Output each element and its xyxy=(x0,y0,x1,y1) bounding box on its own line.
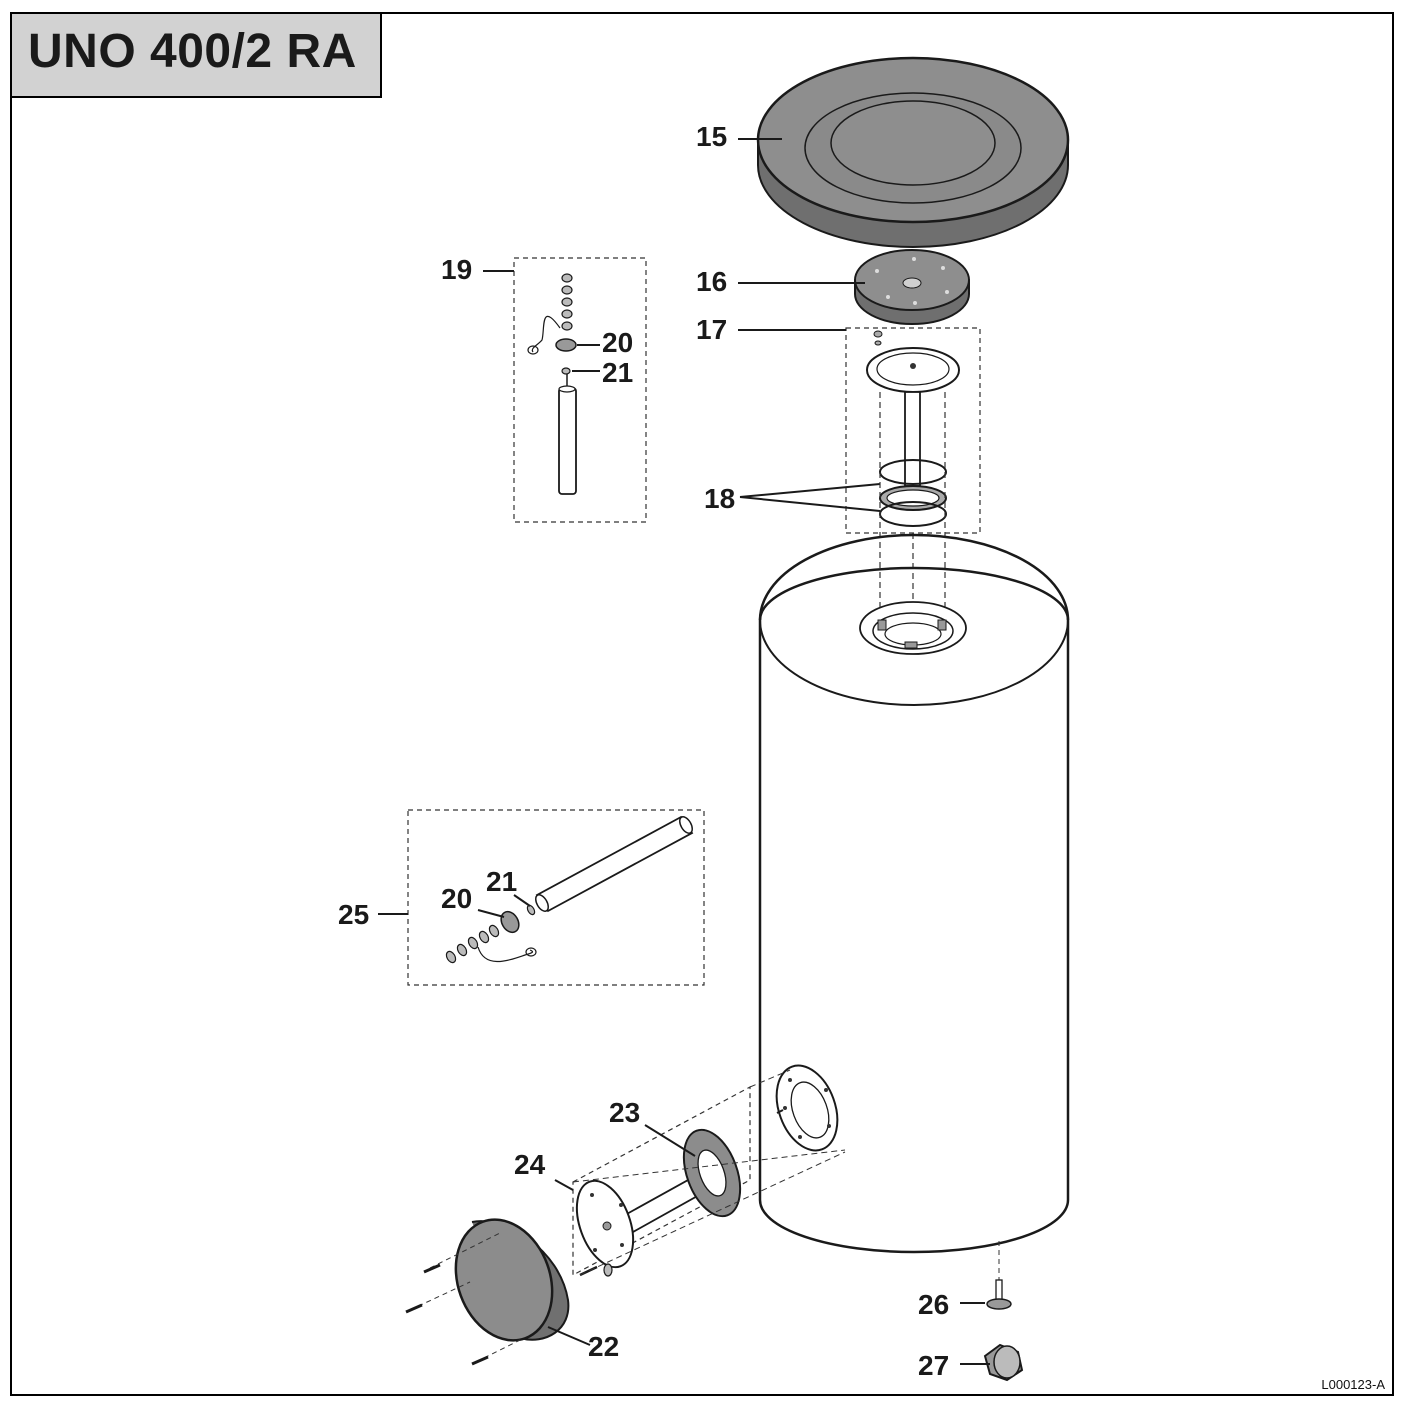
anode-assembly-25-part xyxy=(445,815,694,964)
callout-16: 16 xyxy=(696,266,728,297)
adjustable-foot-part xyxy=(986,1279,1012,1310)
cover-plate-part xyxy=(854,249,970,325)
callout-22: 22 xyxy=(588,1331,620,1362)
callout-26: 26 xyxy=(918,1289,950,1320)
callout-20-side: 20 xyxy=(441,883,473,914)
foot-cap-part xyxy=(983,1343,1024,1382)
callout-21-top: 21 xyxy=(602,357,634,388)
callout-21-side: 21 xyxy=(486,866,518,897)
callout-20-top: 20 xyxy=(602,327,634,358)
top-cover-part xyxy=(756,56,1070,248)
anode-assembly-19-part xyxy=(527,273,577,495)
diagram-title: UNO 400/2 RA xyxy=(28,25,357,78)
callout-25: 25 xyxy=(338,899,370,930)
flange-17-part xyxy=(866,330,960,527)
callout-15: 15 xyxy=(696,121,728,152)
heating-element-part xyxy=(575,1128,742,1277)
tank-body-part xyxy=(758,533,1070,1254)
callout-24: 24 xyxy=(514,1149,546,1180)
callout-23: 23 xyxy=(609,1097,641,1128)
callout-17: 17 xyxy=(696,314,728,345)
callout-18: 18 xyxy=(704,483,736,514)
end-cap-part xyxy=(405,1218,570,1366)
drawing-code: L000123-A xyxy=(1321,1377,1385,1392)
callout-27: 27 xyxy=(918,1350,950,1381)
callout-19: 19 xyxy=(441,254,473,285)
title-box xyxy=(10,12,382,98)
drawing-frame xyxy=(10,12,1394,1396)
